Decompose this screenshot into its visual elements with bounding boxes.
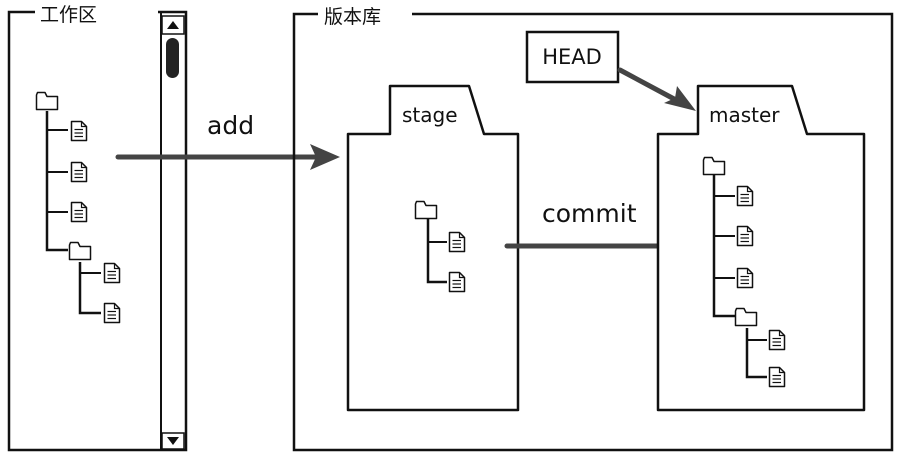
file-icon <box>103 262 121 284</box>
workspace-frame <box>7 10 188 452</box>
add-label: add <box>207 111 254 140</box>
head-label: HEAD <box>542 45 602 69</box>
workspace-title: 工作区 <box>40 4 97 26</box>
stage-file-tree <box>414 200 466 293</box>
arrow-down-icon <box>167 437 179 445</box>
file-icon <box>448 231 466 253</box>
master-branch: master <box>656 84 866 412</box>
arrow-up-icon <box>167 21 179 29</box>
file-icon <box>736 225 754 247</box>
commit-label: commit <box>542 199 637 228</box>
file-icon <box>70 201 88 223</box>
master-label: master <box>709 103 780 127</box>
file-icon <box>768 329 786 351</box>
head-box <box>525 30 620 84</box>
file-icon <box>768 366 786 388</box>
stage-label: stage <box>402 103 458 127</box>
head-pointer: HEAD <box>525 30 696 111</box>
repository-title: 版本库 <box>324 6 381 28</box>
file-icon <box>736 185 754 207</box>
file-icon <box>736 267 754 289</box>
file-icon <box>103 302 121 324</box>
folder-icon <box>35 91 59 111</box>
scroll-thumb[interactable] <box>166 38 179 78</box>
repository-panel: 版本库 HEAD stage commit <box>292 6 894 452</box>
master-file-tree <box>702 156 786 388</box>
workspace-file-tree <box>35 91 121 324</box>
repository-frame <box>292 12 894 452</box>
master-tab-frame <box>656 84 866 412</box>
file-icon <box>448 271 466 293</box>
file-icon <box>70 120 88 142</box>
folder-icon <box>68 241 92 261</box>
workspace-panel: 工作区 <box>7 4 188 452</box>
workspace-scrollbar[interactable] <box>160 13 185 450</box>
add-arrow: add <box>115 111 340 170</box>
stage-tab-frame <box>346 84 520 412</box>
file-icon <box>70 161 88 183</box>
stage-index: stage <box>346 84 520 412</box>
